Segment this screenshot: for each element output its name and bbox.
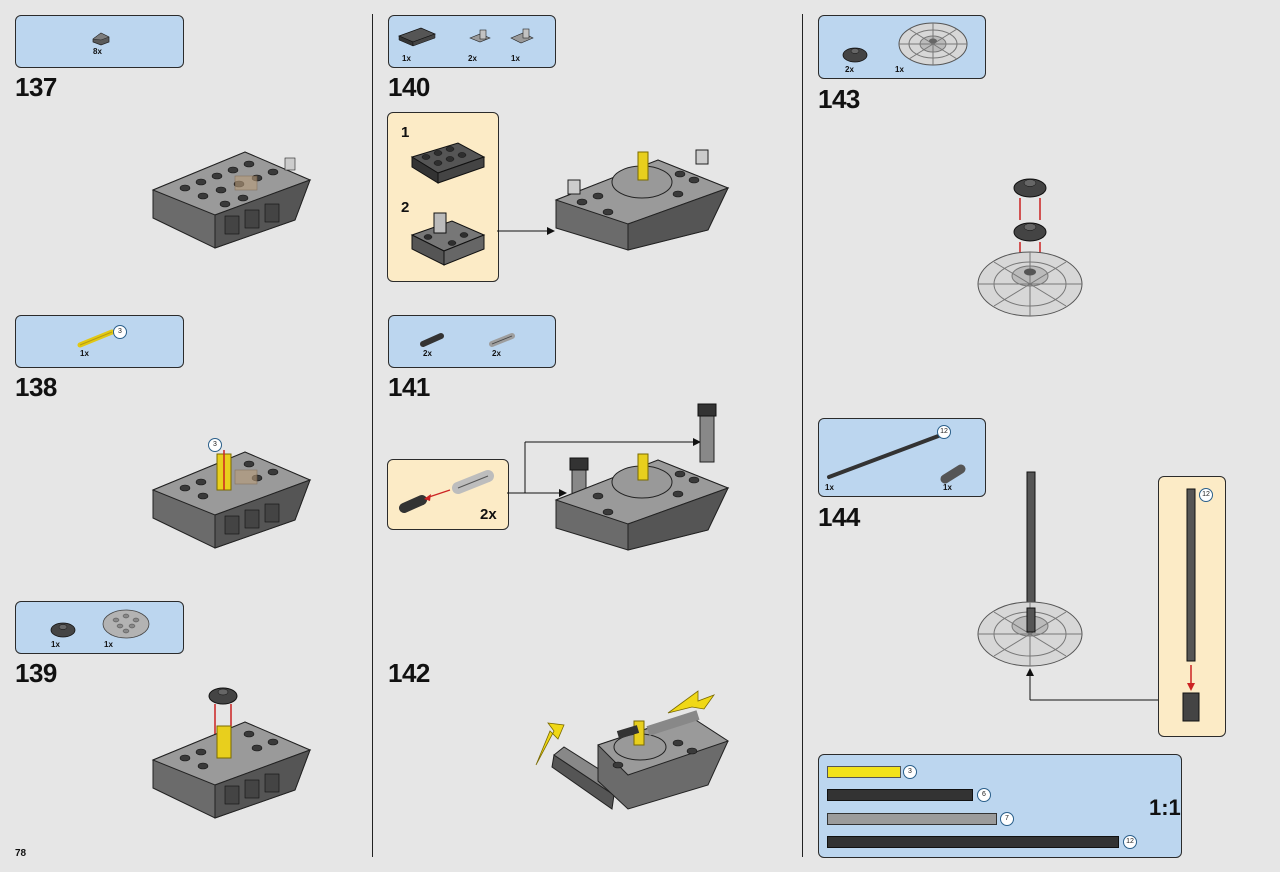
part-quantity: 1x [895,65,904,74]
part-quantity: 8x [93,47,102,56]
pin-assembly-submodel [399,470,494,513]
round-plate-large-icon [102,609,150,639]
parts-list-144: 12 1x 1x [818,418,986,497]
parts-list-141: 2x 2x [388,315,556,368]
part-quantity: 2x [492,349,501,358]
part-quantity: 1x [51,640,60,649]
ruler-length-badge: 7 [1000,812,1014,826]
slope-brick-icon [92,32,110,46]
parts-list-138: 3 1x [15,315,184,368]
arrow-from-callout-144 [1026,668,1158,701]
arrows-to-assembly-141 [507,438,701,497]
round-plate-icon [50,622,76,638]
assembly-model-139 [151,687,312,819]
part-quantity: 2x [423,349,432,358]
step-number-141: 141 [388,372,430,402]
part-quantity: 1x [511,54,520,63]
plate-2x4-icon [398,27,436,47]
ruler-length-badge: 12 [1123,835,1137,849]
plate-2x4-submodel [410,142,486,184]
assembly-model-140 [554,149,730,251]
part-quantity: 1x [80,349,89,358]
length-badge: 12 [1199,488,1213,502]
submodel-callout-140: 1 2 [387,112,499,282]
scale-ruler: 3 6 7 12 1:1 [818,754,1182,858]
step-number-143: 143 [818,84,860,114]
long-axle-icon [827,433,943,479]
axle-connector-icon [940,464,966,484]
step-number-139: 139 [15,658,57,688]
parts-list-143: 2x 1x [818,15,986,79]
assembly-model-137 [151,151,312,249]
submodel-multiplier: 2x [480,506,497,523]
part-quantity: 2x [845,65,854,74]
pin-connector-icon [420,333,444,347]
ruler-bar-6 [827,789,973,801]
yellow-axle-icon [77,329,115,348]
assembly-model-138 [151,450,312,549]
step-number-138: 138 [15,372,57,402]
parts-list-140: 1x 2x 1x [388,15,556,68]
part-quantity: 2x [468,54,477,63]
part-quantity: 1x [943,483,952,492]
parts-list-137: 8x [15,15,184,68]
axle-connector-icon [489,333,515,347]
substep-number-2: 2 [401,199,410,216]
radar-dish-icon [898,22,968,66]
step-number-144: 144 [818,502,860,532]
submodel-callout-144: 12 [1158,476,1226,737]
arrow-to-assembly-140 [497,227,555,235]
ruler-scale-label: 1:1 [1149,795,1181,820]
assembly-model-141 [554,403,730,551]
round-plate-icon [842,47,868,63]
callout-length-badge: 3 [208,438,222,452]
step-number-137: 137 [15,72,57,102]
step-number-142: 142 [388,658,430,688]
substep-number-1: 1 [401,124,410,141]
length-badge: 3 [113,325,127,339]
parts-list-139: 1x 1x [15,601,184,654]
assembly-model-143 [977,178,1083,317]
ruler-bar-7 [827,813,997,825]
submodel-callout-141: 2x [387,459,509,530]
part-quantity: 1x [402,54,411,63]
column-divider-2 [802,14,803,857]
bracket-submodel [410,212,486,266]
ruler-length-badge: 3 [903,765,917,779]
part-quantity: 1x [825,483,834,492]
column-divider-1 [372,14,373,857]
bracket-plate-icon [510,28,534,44]
assembly-model-144 [977,471,1083,667]
part-quantity: 1x [104,640,113,649]
bracket-icon [469,29,491,43]
page-number: 78 [15,848,27,859]
step-number-140: 140 [388,72,430,102]
ruler-bar-12 [827,836,1119,848]
length-badge: 12 [937,425,951,439]
ruler-bar-3 [827,766,901,778]
ruler-length-badge: 6 [977,788,991,802]
assembly-model-142 [535,690,730,810]
axle-insertion-submodel [1182,488,1200,722]
